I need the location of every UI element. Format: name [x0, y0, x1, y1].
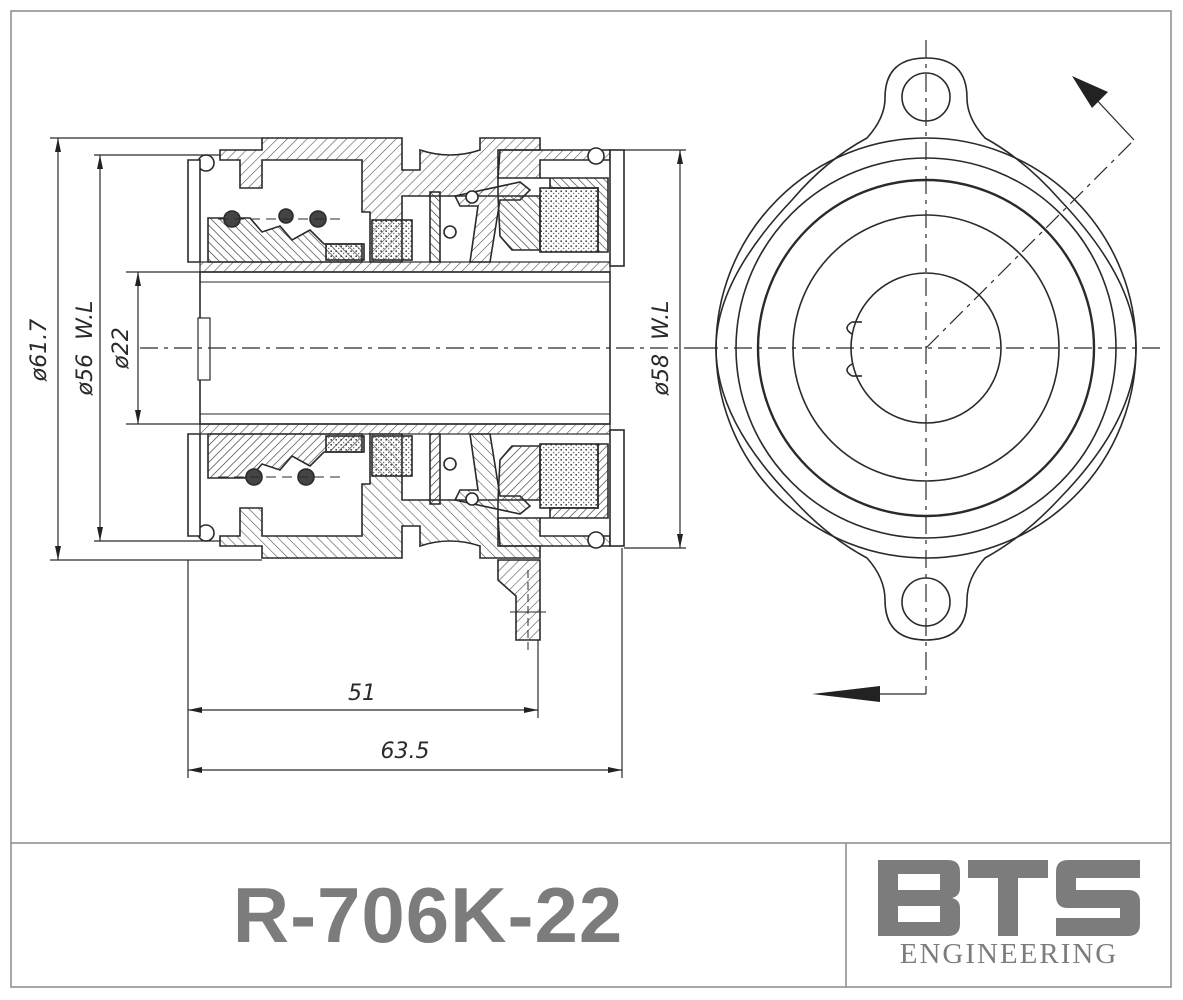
dim-diameter-56-wl: ø56 W.L	[73, 301, 98, 397]
carbon-face-top	[371, 219, 413, 261]
housing-top	[219, 137, 541, 263]
outer-frame	[10, 10, 1172, 988]
dim-diameter-61-7: ø61.7	[27, 319, 52, 382]
bts-logo-mark	[878, 859, 1140, 936]
sleeve-end-tab	[197, 317, 211, 381]
part-number: R-706K-22	[232, 870, 624, 959]
dim-length-63-5: 63.5	[381, 739, 430, 764]
section-arrow-bottom	[812, 686, 880, 702]
bts-logo: ENGINEERING	[847, 843, 1171, 987]
dim-diameter-58-wl: ø58 W.L	[649, 301, 674, 397]
logo-subtitle: ENGINEERING	[899, 937, 1119, 970]
end-view	[700, 40, 1165, 702]
carbon-ring-top	[539, 187, 599, 253]
dim-diameter-22: ø22	[109, 327, 134, 369]
section-arrow-top	[1072, 76, 1108, 108]
left-seal-top	[207, 217, 363, 263]
locking-tab	[497, 559, 541, 641]
section-view	[140, 137, 700, 650]
title-block: R-706K-22 ENGINEERING	[11, 843, 1171, 987]
dim-length-51: 51	[348, 681, 376, 706]
dimension-lines	[50, 137, 686, 778]
